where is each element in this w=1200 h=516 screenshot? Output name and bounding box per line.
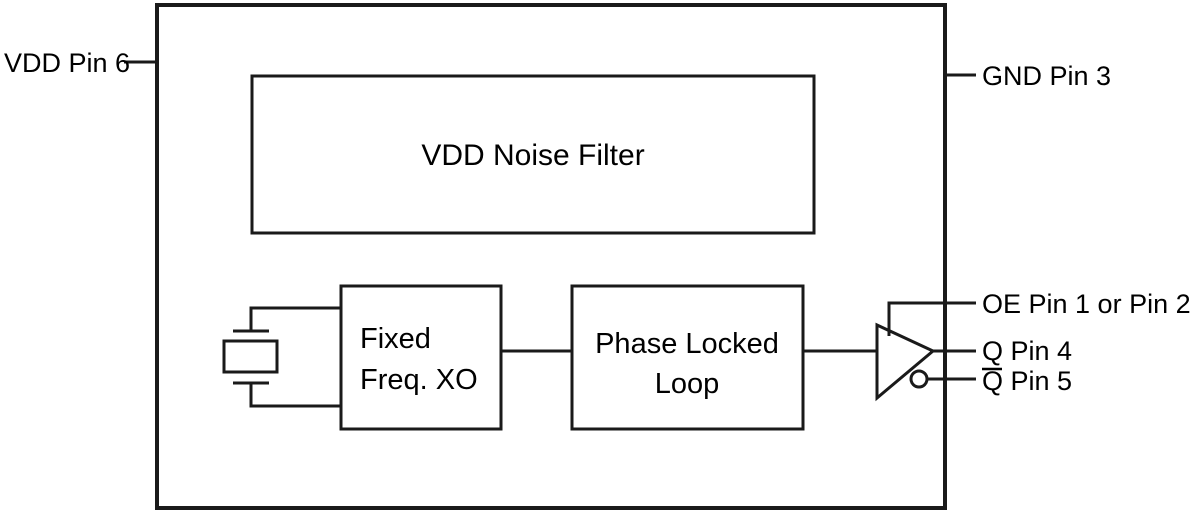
vdd-noise-filter-block	[250, 74, 816, 235]
inverting-output-bubble	[909, 369, 929, 389]
pin-label-qbar: Q Pin 5	[982, 366, 1072, 396]
phase-locked-loop-block	[570, 284, 805, 431]
phase-locked-loop-label-line2: Loop	[655, 368, 720, 400]
pin-label-oe: OE Pin 1 or Pin 2	[982, 289, 1191, 319]
pin-label-qbar-text: Q Pin 5	[982, 366, 1072, 396]
fixed-freq-xo-block	[339, 284, 503, 431]
crystal-top-lead	[249, 306, 342, 331]
phase-locked-loop-label-line1: Phase Locked	[595, 328, 779, 360]
vdd-noise-filter-label: VDD Noise Filter	[421, 139, 644, 172]
output-buffer-triangle	[875, 322, 936, 402]
pin-label-vdd: VDD Pin 6	[4, 48, 130, 78]
pin-label-gnd: GND Pin 3	[982, 61, 1111, 91]
fixed-freq-xo-label-line2: Freq. XO	[360, 364, 478, 396]
fixed-freq-xo-label-line1: Fixed	[360, 323, 431, 355]
oe-control-line	[887, 301, 976, 336]
device-package-boundary	[155, 3, 947, 510]
crystal-body	[222, 339, 279, 374]
pin-label-q: Q Pin 4	[982, 336, 1072, 366]
crystal-bottom-lead	[249, 383, 342, 408]
